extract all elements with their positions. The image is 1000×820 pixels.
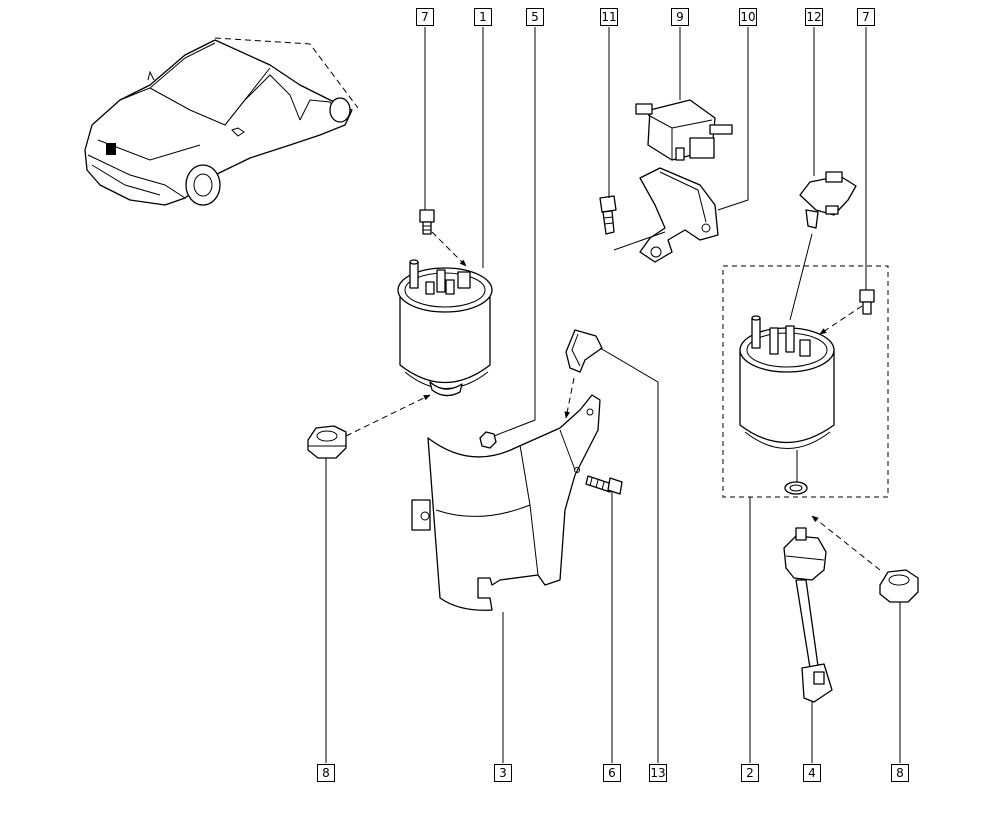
nut-icon [879,569,919,603]
callout-2: 2 [741,764,759,782]
car-locator-icon [84,37,359,206]
fuel-filter-icon [397,259,493,397]
callout-8-bottom-left: 8 [317,764,335,782]
screw-icon [859,289,875,315]
callout-13: 13 [649,764,667,782]
nut-icon [307,425,347,459]
water-sensor-icon [783,527,833,703]
callout-6: 6 [603,764,621,782]
o-ring-icon [784,481,808,495]
bolt-icon [599,195,617,235]
callout-12: 12 [805,8,823,26]
clip-icon [565,329,603,373]
callout-1: 1 [474,8,492,26]
fuel-filter-icon [739,315,835,449]
callout-3: 3 [494,764,512,782]
callout-10: 10 [739,8,757,26]
sensor-icon [799,171,857,229]
callout-11: 11 [600,8,618,26]
callout-9: 9 [671,8,689,26]
leader-lines [325,27,901,763]
callout-7-top-right: 7 [857,8,875,26]
callout-7-top-left: 7 [416,8,434,26]
mounting-bracket-icon [639,167,719,263]
callout-5: 5 [526,8,544,26]
callout-4: 4 [803,764,821,782]
solenoid-valve-icon [635,99,733,161]
filter-shield-icon [411,394,601,611]
bolt-icon [585,475,623,495]
nut-icon [479,431,497,449]
callout-8-bottom-right: 8 [891,764,909,782]
screw-icon [419,209,435,235]
